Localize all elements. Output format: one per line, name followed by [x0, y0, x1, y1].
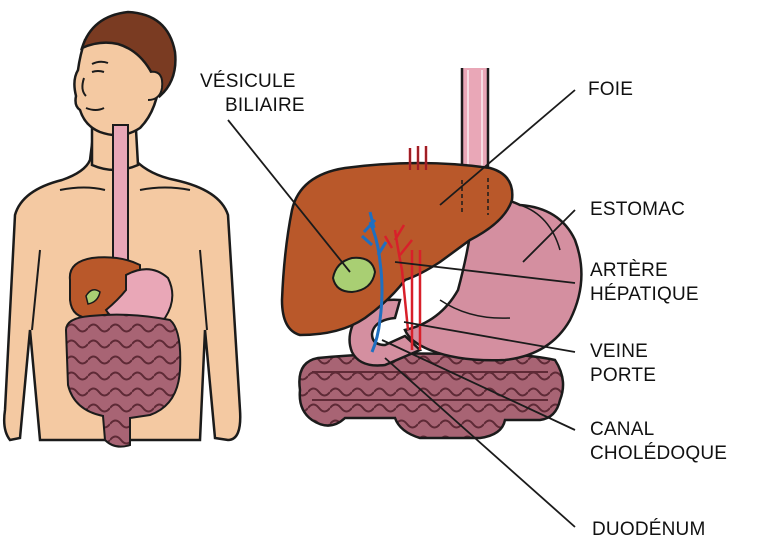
label-vesicule-biliaire: VÉSICULE BILIAIRE — [200, 70, 305, 118]
label-artere-hepatique: ARTÈRE HÉPATIQUE — [590, 259, 699, 307]
organ-detail — [228, 68, 581, 527]
label-vesicule-line2: BILIAIRE — [200, 94, 305, 118]
label-vesicule-line1: VÉSICULE — [200, 70, 305, 94]
label-estomac: ESTOMAC — [590, 198, 685, 222]
label-canal-line2: CHOLÉDOQUE — [590, 442, 727, 466]
label-veine-line1: VEINE — [590, 340, 656, 364]
label-veine-line2: PORTE — [590, 364, 656, 388]
colon — [299, 354, 563, 439]
label-artere-line2: HÉPATIQUE — [590, 283, 699, 307]
label-foie: FOIE — [588, 78, 633, 102]
label-veine-porte: VEINE PORTE — [590, 340, 656, 388]
label-canal-line1: CANAL — [590, 418, 727, 442]
label-canal-choledoque: CANAL CHOLÉDOQUE — [590, 418, 727, 466]
label-artere-line1: ARTÈRE — [590, 259, 699, 283]
label-duodenum: DUODÉNUM — [592, 518, 706, 542]
